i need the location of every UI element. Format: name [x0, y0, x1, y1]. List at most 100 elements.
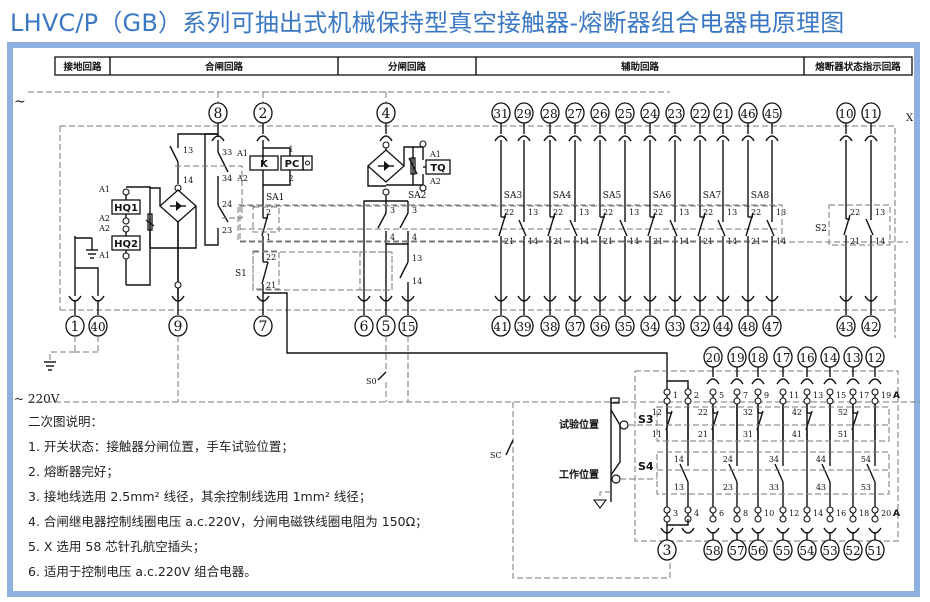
terminal-circle — [565, 315, 585, 337]
terminal-circle — [665, 315, 685, 337]
pc-indicator — [302, 155, 313, 171]
connector-socket-icon — [593, 135, 607, 142]
terminal-number: 5 — [382, 319, 391, 335]
switch-contact-no — [518, 219, 527, 237]
pin-label: 4 — [694, 509, 699, 518]
pin-label: A1 — [98, 251, 110, 260]
section-header-1: 接地回路 — [63, 61, 102, 73]
terminal-pin-icon — [122, 225, 130, 233]
switch-contact-no — [619, 219, 628, 237]
terminal-circle — [703, 539, 723, 561]
pin-label: 14 — [183, 176, 193, 185]
terminal-pin-icon — [849, 515, 857, 523]
terminal-circle — [253, 315, 273, 337]
note-item: 6. 适用于控制电压 a.c.220V 组合电器。 — [28, 564, 257, 579]
switch-contact-no — [865, 218, 874, 236]
lever-flag-icon — [610, 397, 620, 404]
terminal-number: 45 — [764, 107, 779, 121]
terminal-number: 33 — [667, 320, 682, 334]
switch-contact-s4 — [728, 463, 738, 483]
note-item: 5. X 选用 58 芯针孔航空插头； — [28, 539, 206, 554]
terminal-number: 13 — [845, 351, 860, 365]
switch-contact-sa2 — [377, 212, 387, 229]
coil-label: TQ — [430, 163, 445, 174]
terminal-number: 18 — [750, 351, 765, 365]
terminal-number: 53 — [822, 544, 837, 558]
terminal-circle — [690, 315, 710, 337]
switch-s0 — [377, 371, 387, 381]
wire — [75, 267, 99, 296]
pin-label: 21 — [698, 430, 708, 439]
switch-contact-no — [669, 219, 678, 237]
pin-label: 13 — [813, 391, 823, 400]
terminal-circle — [836, 315, 856, 337]
terminal-number: 15 — [400, 320, 415, 334]
pin-label: 13 — [727, 208, 737, 217]
pin-label: 1 — [288, 145, 293, 154]
pin-label: 5 — [719, 391, 724, 400]
pin-label: 24 — [723, 455, 733, 464]
wire — [610, 409, 621, 426]
terminal-number: 24 — [642, 107, 658, 121]
varistor-icon — [408, 157, 418, 175]
pin-label: 10 — [764, 509, 774, 518]
terminal-pin-icon — [122, 188, 130, 196]
terminal-circle — [640, 315, 660, 337]
wire — [367, 166, 386, 187]
pc-label: PC — [285, 159, 300, 170]
terminal-pin-icon — [826, 506, 834, 514]
terminal-block-label-top: A — [893, 391, 900, 401]
note-item: 4. 合闸继电器控制线圈电压 a.c.220V，分闸电磁铁线圈电阻为 150Ω； — [28, 514, 428, 529]
terminal-pin-icon — [826, 515, 834, 523]
connector-socket-icon — [543, 135, 557, 142]
terminal-number: 36 — [592, 320, 607, 334]
pin-label: 52 — [838, 408, 848, 417]
terminal-pin-icon — [684, 388, 692, 396]
terminal-number: 12 — [867, 351, 882, 365]
terminal-number: 39 — [516, 320, 531, 334]
switch-contact-s4 — [821, 463, 831, 483]
terminal-pin-icon — [803, 506, 811, 514]
terminal-number: 32 — [692, 320, 707, 334]
terminal-number: 3 — [663, 543, 672, 559]
switch-contact-s4 — [774, 463, 784, 483]
terminal-pin-icon — [826, 397, 834, 405]
wire — [175, 165, 243, 219]
terminal-circle — [590, 315, 610, 337]
pin-label: 13 — [183, 146, 193, 155]
terminal-pin-icon — [871, 515, 879, 523]
terminal-pin-icon — [871, 397, 879, 405]
connector-socket-icon — [681, 527, 695, 534]
pin-label: A2 — [98, 224, 110, 233]
switch-contact-nc — [498, 212, 507, 237]
switch-contact-s1-no — [399, 261, 409, 279]
pin-label: 53 — [861, 483, 871, 492]
terminal-pin-icon — [779, 388, 787, 396]
pin-label: 34 — [222, 174, 232, 183]
wire — [262, 170, 291, 186]
pin-label: 21 — [603, 237, 613, 246]
terminal-circle — [491, 315, 511, 337]
pin-label: 14 — [629, 237, 639, 246]
switch-contact-sa2 — [399, 212, 409, 229]
wire — [126, 186, 151, 286]
pin-label: 18 — [859, 509, 869, 518]
section-header-3: 分闸回路 — [388, 61, 427, 73]
pin-label: 43 — [816, 483, 826, 492]
pin-label: 14 — [875, 237, 885, 246]
pin-label: 22 — [553, 208, 563, 217]
connector-socket-icon — [868, 378, 882, 385]
pin-label: 4 — [390, 233, 395, 242]
terminal-number: 56 — [750, 544, 765, 558]
switch-label-sa4: SA4 — [553, 191, 572, 201]
terminal-pin-icon — [849, 506, 857, 514]
switch-label-sa5: SA5 — [603, 191, 622, 201]
terminal-pin-icon — [709, 388, 717, 396]
switch-box-sa1 — [252, 206, 280, 233]
terminal-pin-icon — [803, 515, 811, 523]
wire — [263, 292, 668, 380]
pin-label: 42 — [792, 408, 802, 417]
switch-label-sc: SC — [490, 451, 502, 460]
switch-box-s4 — [656, 451, 890, 495]
switch-sc — [505, 439, 514, 456]
